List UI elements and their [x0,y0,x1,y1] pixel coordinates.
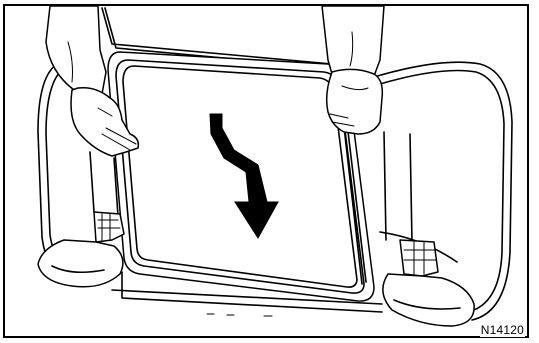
figure-code: N14120 [480,323,525,337]
technical-illustration [5,6,529,338]
right-shoe-icon [383,132,474,326]
left-shoe-icon [38,152,124,287]
right-hand-icon [322,6,384,134]
figure-frame [3,4,529,338]
